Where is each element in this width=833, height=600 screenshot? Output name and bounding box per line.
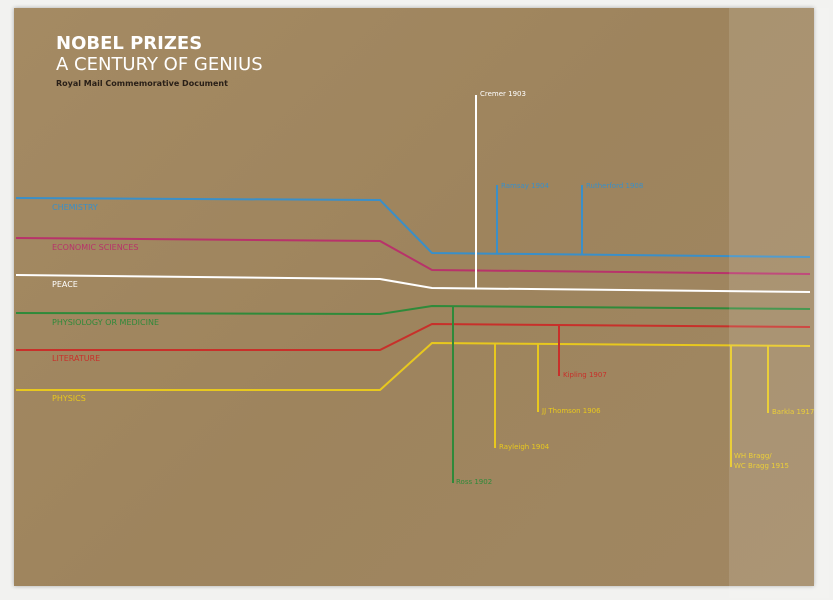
laureate-bragg-1: WH Bragg/	[734, 452, 772, 460]
caption: Royal Mail Commemorative Document	[56, 79, 228, 88]
physics-line	[16, 341, 811, 391]
laureate-kipling: Kipling 1907	[563, 371, 607, 379]
laureate-thomson: JJ Thomson 1906	[542, 407, 601, 415]
laureate-ross: Ross 1902	[456, 478, 493, 486]
subtitle: A CENTURY OF GENIUS	[56, 54, 263, 75]
chemistry-line	[15, 197, 811, 258]
medicine-line	[15, 304, 811, 316]
category-medicine: PHYSIOLOGY OR MEDICINE	[52, 318, 160, 327]
category-economics: ECONOMIC SCIENCES	[52, 243, 139, 252]
literature-line	[16, 322, 811, 351]
category-chemistry: CHEMISTRY	[52, 203, 98, 212]
category-peace: PEACE	[52, 280, 78, 289]
laureate-bragg-2: WC Bragg 1915	[734, 462, 789, 470]
category-literature: LITERATURE	[52, 354, 101, 363]
laureate-cremer: Cremer 1903	[480, 90, 526, 98]
title: NOBEL PRIZES	[56, 33, 203, 54]
laureate-rayleigh: Rayleigh 1904	[499, 443, 550, 451]
peace-line	[15, 274, 811, 293]
laureate-barkla: Barkla 1917	[772, 408, 815, 416]
category-physics: PHYSICS	[52, 394, 86, 403]
plastic-sleeve-sheen	[729, 8, 829, 598]
commemorative-document: NOBEL PRIZES A CENTURY OF GENIUS Royal M…	[14, 8, 829, 598]
laureate-rutherford: Rutherford 1908	[586, 182, 644, 190]
economics-line	[15, 237, 811, 275]
laureate-ramsay: Ramsay 1904	[501, 182, 549, 190]
